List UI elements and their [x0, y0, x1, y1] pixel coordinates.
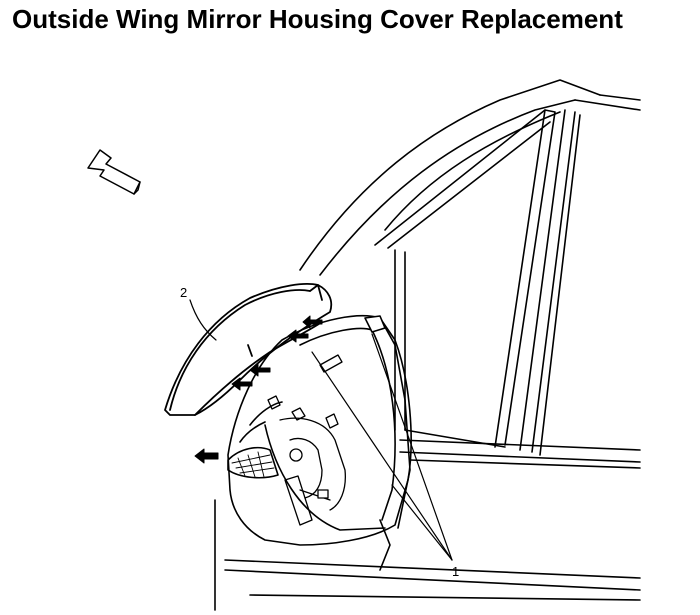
callout-2-label: 2: [180, 285, 187, 300]
callout-1-label: 1: [452, 564, 459, 579]
page-title: Outside Wing Mirror Housing Cover Replac…: [12, 4, 623, 34]
turn-signal-lens: [227, 446, 279, 479]
door-panel: [214, 499, 641, 611]
a-pillar: [299, 79, 641, 276]
removal-direction-arrow-icon: [194, 448, 219, 464]
door-window-frame: [374, 109, 641, 469]
mirror-housing-cover: [164, 283, 333, 416]
clip-release-arrow-icon: [231, 315, 323, 391]
mirror-bracket: [267, 354, 346, 526]
mirror-housing: [227, 315, 412, 546]
callout-leaders: [189, 299, 453, 561]
vehicle-front-direction-arrow-icon: [87, 149, 141, 195]
